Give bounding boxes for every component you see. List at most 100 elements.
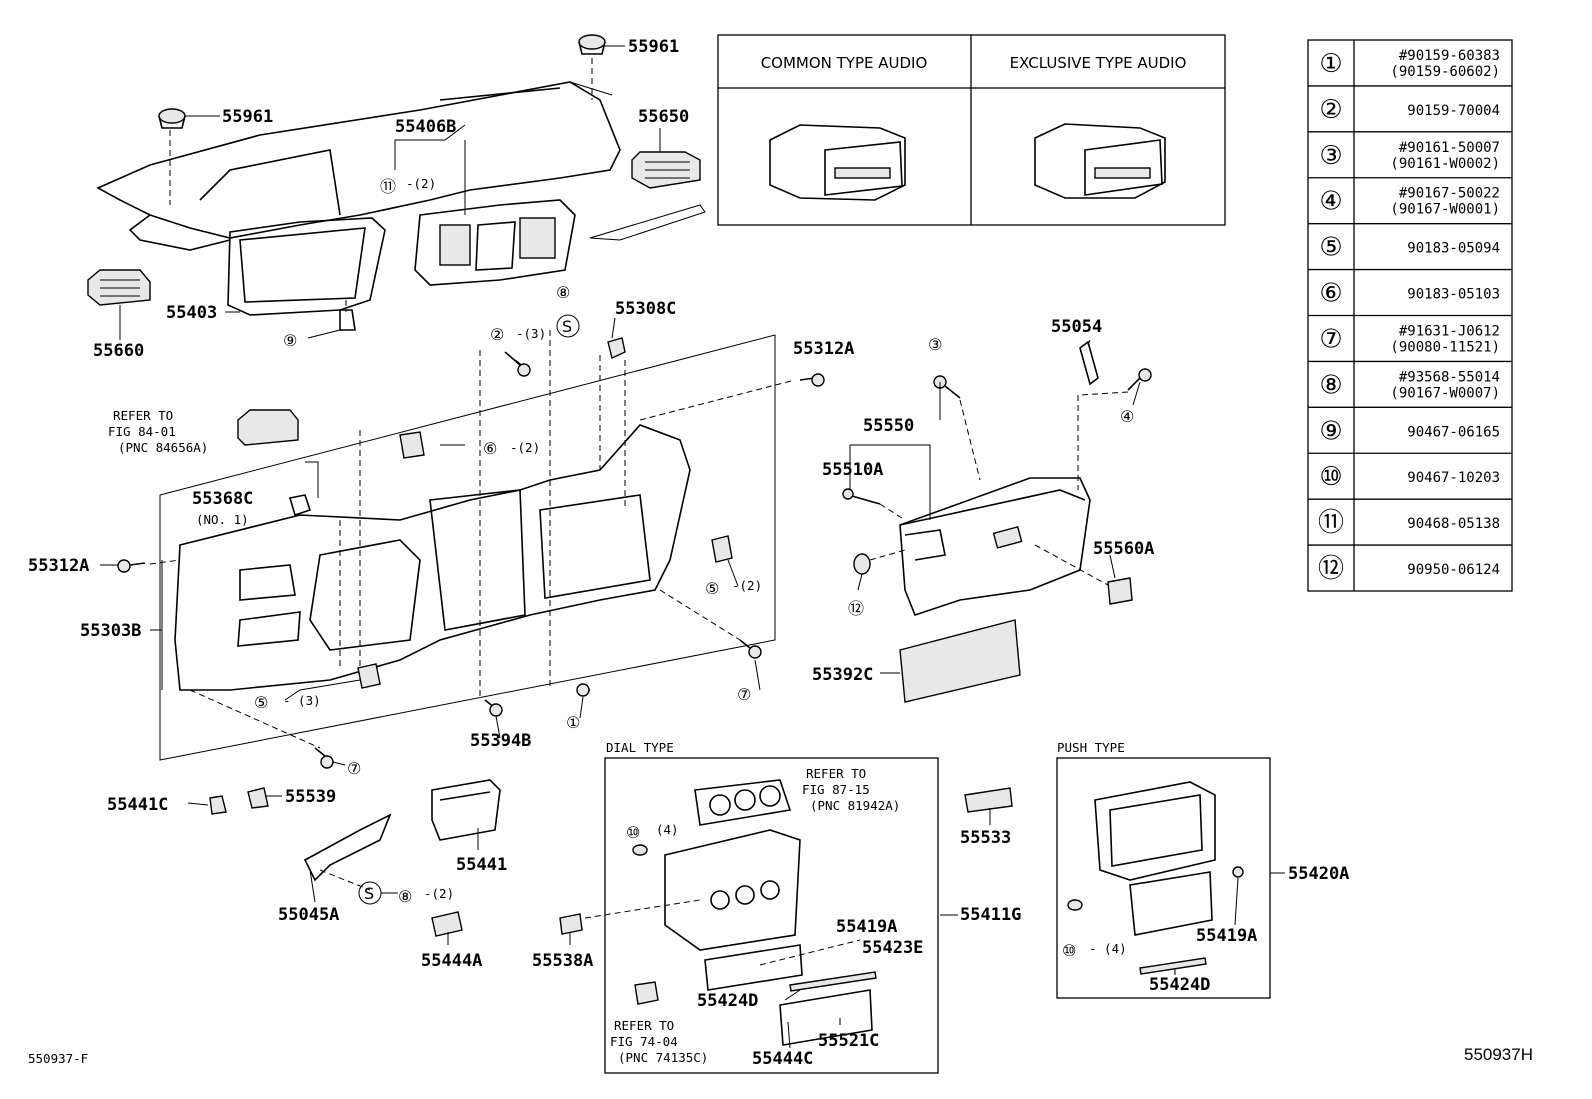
cap-55961-top <box>578 34 606 100</box>
part-label-55411G: 55411G <box>960 905 1021 925</box>
vent-84656A <box>237 409 299 446</box>
callout-8-b-qty: -(2) <box>424 886 454 901</box>
clip-6 <box>399 431 425 459</box>
legend-row-number: ⑤ <box>1319 233 1342 263</box>
part-label-55533: 55533 <box>960 828 1011 848</box>
glove-box-55550 <box>899 477 1091 616</box>
part-label-55961-left: 55961 <box>222 107 273 127</box>
callout-7-a: ⑦ <box>737 685 751 704</box>
legend-row-number: ④ <box>1319 187 1342 217</box>
part-label-55420A: 55420A <box>1288 864 1349 884</box>
refer-3-line-1: REFER TO <box>614 1018 674 1033</box>
screws-lower-panel <box>117 351 825 769</box>
part-label-55650: 55650 <box>638 107 689 127</box>
refer-1-line-3: (PNC 84656A) <box>118 440 208 455</box>
part-label-55441: 55441 <box>456 855 507 875</box>
screws-glovebox <box>842 368 1152 605</box>
legend-row-code: 90467-10203 <box>1407 470 1500 486</box>
part-label-55424D-push: 55424D <box>1149 975 1210 995</box>
clip-5b <box>357 663 381 689</box>
lower-panel-55303B <box>174 424 691 691</box>
part-number-labels: 55961 55961 55650 55406B 55660 55403 553… <box>28 37 1349 1069</box>
dashed-guides-lower <box>149 330 796 749</box>
legend-row-alt-code: (90161-W0002) <box>1390 156 1500 172</box>
part-label-55550: 55550 <box>863 416 914 436</box>
part-label-55419A-dial: 55419A <box>836 917 897 937</box>
legend-row-code: #90159-60383 <box>1399 48 1500 64</box>
part-label-55961-top: 55961 <box>628 37 679 57</box>
common-type-audio-header: COMMON TYPE AUDIO <box>761 54 928 72</box>
callout-s-1: S <box>562 317 572 336</box>
callout-labels: ⑪ -(2) ⑨ ⑧ S ② -(3) ⑥ -(2) ③ ④ ⑤ -(2) ⑫ … <box>254 176 1134 960</box>
part-label-55312A-right: 55312A <box>793 339 854 359</box>
center-register-55406B <box>414 199 706 286</box>
legend-row-number: ⑧ <box>1319 370 1342 400</box>
dial-type-box <box>604 757 939 1074</box>
part-label-55441C: 55441C <box>107 795 168 815</box>
lower-panel-frame <box>159 334 776 761</box>
callout-6: ⑥ <box>483 439 497 458</box>
side-vent-left <box>87 269 151 306</box>
legend-row-code: 90183-05094 <box>1407 241 1500 257</box>
callout-2-qty: -(3) <box>516 326 546 341</box>
callout-11: ⑪ <box>380 177 396 196</box>
clip-5a <box>711 535 733 563</box>
callout-7-b: ⑦ <box>347 759 361 778</box>
refer-no-1: (NO. 1) <box>196 512 249 527</box>
footer-code-right: 550937H <box>1464 1045 1533 1064</box>
part-label-55312A-left: 55312A <box>28 556 89 576</box>
callout-8: ⑧ <box>556 283 570 302</box>
clip-9 <box>339 300 356 331</box>
part-label-55423E: 55423E <box>862 938 923 958</box>
leader-lines <box>100 45 1285 1049</box>
part-label-55368C: 55368C <box>192 489 253 509</box>
callout-10-push-qty: - (4) <box>1089 941 1127 956</box>
legend-row-code: 90183-05103 <box>1407 287 1500 303</box>
callout-10-dial-qty: (4) <box>656 822 679 837</box>
callout-5-a-qty: -(2) <box>732 578 762 593</box>
audio-unit-exclusive <box>1034 123 1166 199</box>
legend-row-number: ⑫ <box>1318 554 1344 584</box>
legend-row-number: ⑨ <box>1319 416 1342 446</box>
footer-code-left: 550937-F <box>28 1051 88 1066</box>
part-label-55444A: 55444A <box>421 951 482 971</box>
legend-row-number: ⑪ <box>1318 508 1344 538</box>
legend-row-number: ③ <box>1319 141 1342 171</box>
part-label-55538A: 55538A <box>532 951 593 971</box>
callout-2: ② <box>490 325 504 344</box>
callout-8-b: ⑧ <box>398 887 412 906</box>
push-type-box <box>1056 757 1271 999</box>
callout-10-dial: ⑩ <box>626 823 640 842</box>
clip-55308C <box>607 337 626 359</box>
push-type-parts <box>1067 781 1244 975</box>
dial-type-parts <box>559 779 1013 1046</box>
callout-1: ① <box>566 713 580 732</box>
callout-10-push: ⑩ <box>1062 941 1076 960</box>
part-label-55303B: 55303B <box>80 621 141 641</box>
callout-s-2: S <box>364 884 374 903</box>
refer-1-line-2: FIG 84-01 <box>108 424 176 439</box>
legend-row-number: ⑦ <box>1319 324 1342 354</box>
dashed-guides-glovebox <box>849 391 1129 586</box>
callout-3: ③ <box>928 335 942 354</box>
part-label-55406B: 55406B <box>395 117 456 137</box>
callout-12: ⑫ <box>848 599 864 618</box>
side-vent-right <box>631 151 701 189</box>
legend-row-code: 90468-05138 <box>1407 516 1500 532</box>
part-label-55521C: 55521C <box>818 1031 879 1051</box>
part-label-55045A: 55045A <box>278 905 339 925</box>
cluster-hood-55403 <box>227 217 386 316</box>
lower-left-parts <box>209 779 501 937</box>
callout-6-qty: -(2) <box>510 440 540 455</box>
refer-3-line-3: (PNC 74135C) <box>618 1050 708 1065</box>
legend-row-code: #90161-50007 <box>1399 140 1500 156</box>
part-label-55539: 55539 <box>285 787 336 807</box>
legend-row-number: ⑩ <box>1319 462 1342 492</box>
refer-notes: REFER TO FIG 84-01 (PNC 84656A) (NO. 1) … <box>108 408 1125 1065</box>
dashboard-upper-pad <box>96 81 621 251</box>
legend-row-code: #90167-50022 <box>1399 186 1500 202</box>
legend-row-alt-code: (90167-W0001) <box>1390 202 1500 218</box>
legend-row-code: #93568-55014 <box>1399 369 1500 385</box>
